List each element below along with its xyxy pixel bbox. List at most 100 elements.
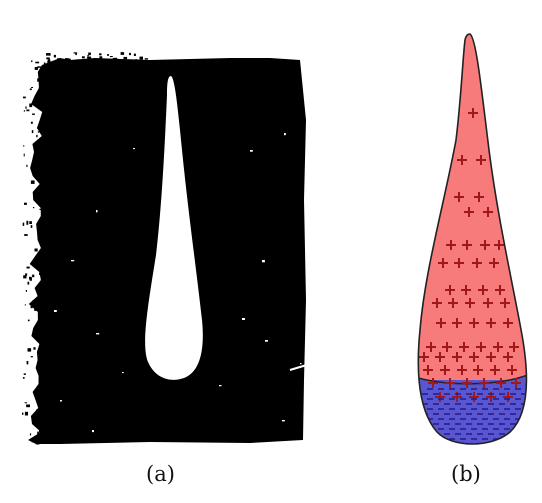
photo-dark-speck (39, 290, 42, 292)
photo-dark-speck (33, 332, 35, 335)
plus-sign (496, 378, 506, 388)
photo-dark-speck (99, 56, 103, 60)
photo-bright-speck (242, 318, 245, 320)
drop-outline (417, 33, 528, 445)
panel-b-schematic (417, 33, 528, 445)
photo-dark-speck (41, 397, 45, 400)
photo-dark-speck (43, 233, 47, 237)
photo-dark-speck (37, 66, 41, 68)
photo-dark-speck (53, 54, 56, 58)
photo-dark-speck (40, 250, 43, 255)
photo-dark-speck (43, 423, 45, 425)
photo-dark-speck (36, 302, 39, 305)
photo-dark-speck (38, 301, 42, 306)
plus-sign (454, 258, 464, 268)
panel-label-b: (b) (451, 462, 481, 486)
photo-dark-speck (41, 320, 43, 323)
photo-dark-speck (26, 404, 30, 408)
photo-bright-speck (96, 210, 98, 213)
photo-dark-speck (65, 58, 68, 61)
photo-dark-speck (31, 60, 33, 63)
photo-dark-speck (29, 88, 32, 91)
photo-dark-speck (24, 234, 28, 236)
photo-bright-speck (284, 133, 286, 136)
photo-dark-speck (112, 58, 115, 62)
plus-signs (419, 108, 521, 402)
photo-dark-speck (73, 52, 78, 54)
photo-dark-speck (38, 147, 41, 151)
photo-dark-speck (37, 431, 40, 435)
photo-dark-speck (26, 109, 30, 112)
photo-dark-speck (26, 266, 30, 269)
photo-dark-speck (25, 273, 28, 276)
photo-dark-speck (46, 57, 50, 60)
photo-dark-speck (25, 290, 27, 292)
photo-dark-speck (48, 53, 51, 56)
photo-dark-speck (100, 58, 102, 60)
photo-dark-speck (25, 106, 27, 109)
photo-dark-speck (23, 110, 26, 112)
photo-bright-speck (122, 372, 124, 374)
photo-dark-speck (109, 56, 113, 58)
photo-dark-speck (37, 131, 40, 133)
photo-dark-speck (31, 130, 34, 134)
photo-dark-speck (29, 276, 32, 280)
plus-sign (503, 352, 513, 362)
photo-dark-speck (40, 311, 43, 315)
photo-dark-speck (39, 208, 44, 210)
photo-dark-speck (59, 59, 61, 62)
plus-sign (486, 352, 496, 362)
photo-dark-speck (43, 88, 46, 91)
plus-sign (468, 108, 478, 118)
photo-dark-speck (34, 306, 37, 311)
photo-dark-speck (29, 433, 32, 436)
photo-dark-speck (35, 61, 40, 64)
photo-dark-speck (29, 221, 32, 224)
plus-sign (511, 378, 521, 388)
plus-sign (435, 352, 445, 362)
plus-sign (426, 342, 436, 352)
photo-dark-speck (41, 149, 44, 152)
plus-sign (469, 392, 479, 402)
photo-dark-speck (34, 302, 37, 305)
plus-sign (461, 285, 471, 295)
photo-dark-speck (23, 373, 26, 375)
plus-sign (476, 155, 486, 165)
photo-bright-streak (289, 363, 311, 371)
plus-sign (423, 365, 433, 375)
plus-sign (469, 352, 479, 362)
photo-dark-speck (42, 323, 45, 327)
photo-drop-silhouette (145, 76, 203, 380)
photo-dark-speck (39, 429, 43, 433)
photo-dark-speck (35, 156, 39, 160)
photo-dark-speck (143, 60, 147, 63)
photo-dark-speck (42, 132, 44, 135)
plus-sign (464, 207, 474, 217)
photo-dark-speck (40, 355, 44, 360)
panel-label-a: (a) (146, 462, 175, 486)
drop-upper-region (418, 34, 527, 444)
plus-sign (478, 285, 488, 295)
photo-dark-speck (38, 362, 42, 366)
plus-sign (465, 298, 475, 308)
photo-dark-speck (57, 58, 61, 61)
photo-dark-speck (26, 220, 29, 225)
photo-dark-speck (43, 320, 45, 324)
photo-dark-speck (144, 58, 148, 60)
plus-sign (446, 240, 456, 250)
photo-dark-speck (129, 52, 131, 56)
photo-dark-speck (46, 53, 49, 56)
photo-dark-speck (24, 402, 28, 404)
photo-dark-speck (41, 338, 44, 340)
photo-bright-speck (265, 340, 268, 342)
photo-dark-speck (39, 146, 44, 149)
plus-sign (500, 298, 510, 308)
plus-sign (419, 352, 429, 362)
plus-sign (483, 207, 493, 217)
plus-sign (435, 392, 445, 402)
plus-sign (469, 318, 479, 328)
photo-dark-speck (32, 207, 35, 209)
photo-dark-speck (36, 409, 40, 411)
